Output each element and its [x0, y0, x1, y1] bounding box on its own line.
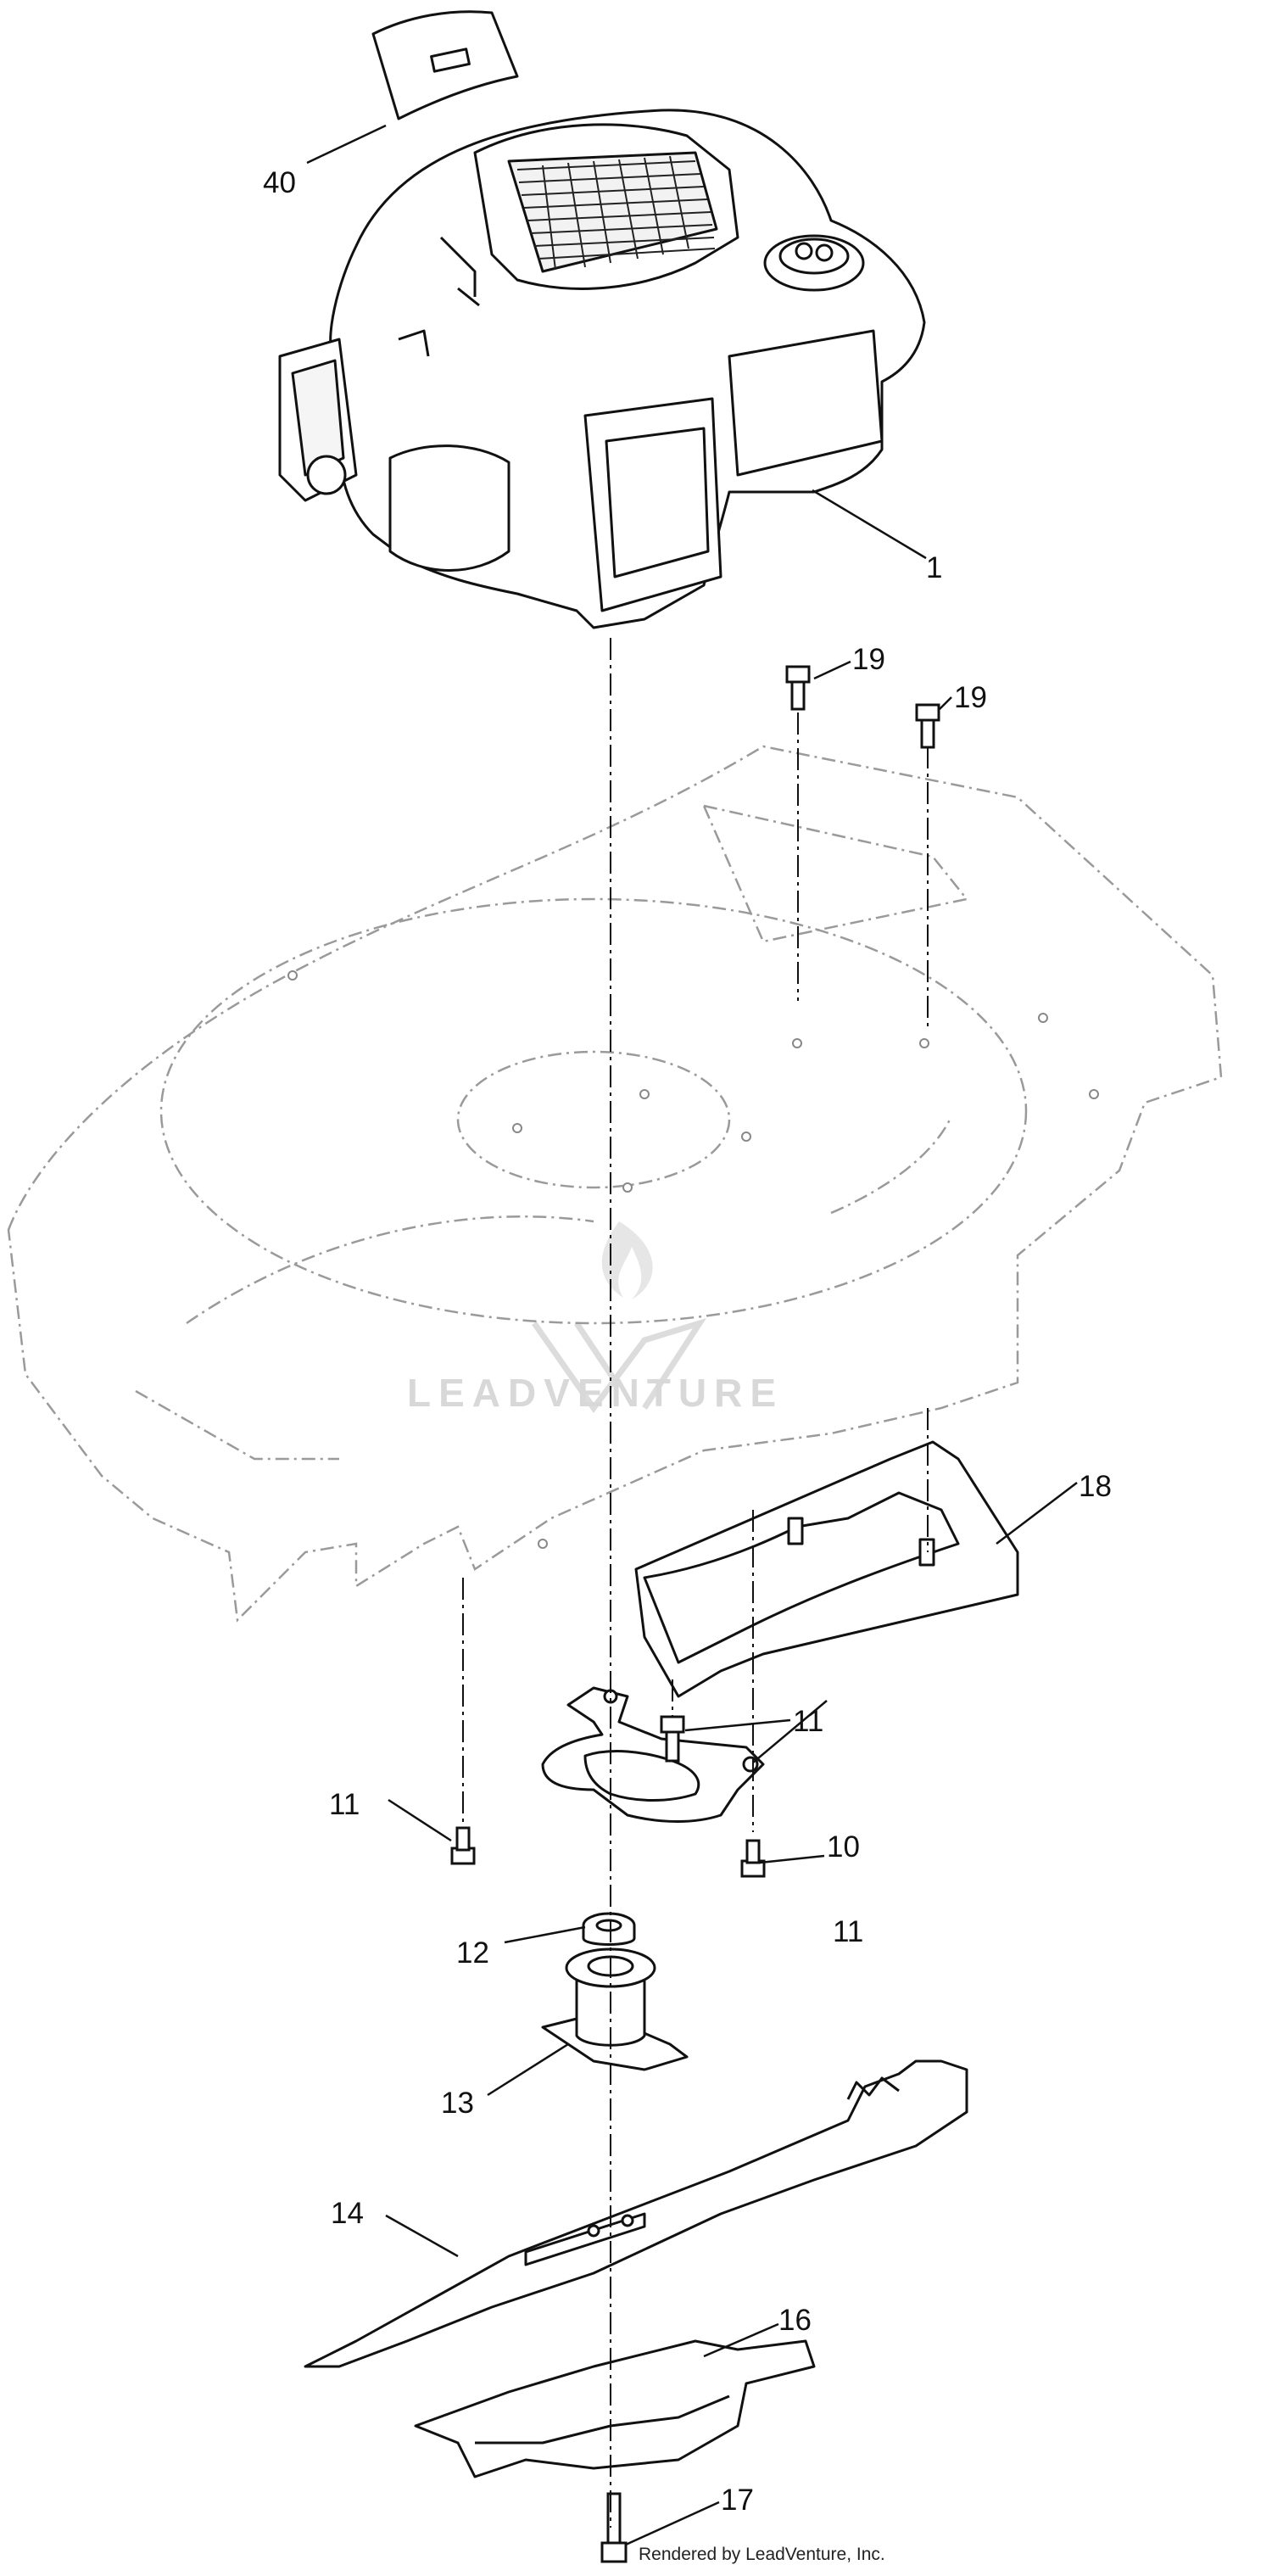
bolt-19a: [785, 665, 811, 711]
assembly-lines: [462, 638, 929, 2528]
watermark-text: LEADVENTURE: [407, 1371, 784, 1415]
bolt-11-left: [450, 1826, 476, 1865]
callout-11-upper: 11: [793, 1705, 824, 1738]
callout-40: 40: [263, 166, 296, 199]
callout-10: 10: [827, 1830, 860, 1864]
callout-14: 14: [331, 2197, 364, 2230]
deck-holes: [287, 970, 1099, 1549]
render-credit: Rendered by LeadVenture, Inc.: [639, 2545, 885, 2564]
callout-11-left: 11: [329, 1788, 360, 1821]
callout-12: 12: [456, 1936, 489, 1970]
callout-13: 13: [441, 2087, 474, 2120]
callout-11-right: 11: [833, 1915, 864, 1948]
bolt-11-upper: [660, 1715, 685, 1763]
blade-adapter: [541, 1947, 689, 2071]
watermark-logo: [532, 1221, 707, 1413]
callout-19-b: 19: [954, 681, 987, 714]
washer: [582, 1912, 636, 1946]
callout-17: 17: [721, 2484, 754, 2517]
callout-1: 1: [926, 551, 943, 584]
leader-lines: [306, 124, 1078, 2546]
bolt-19b: [915, 703, 940, 749]
callout-19-a: 19: [852, 643, 885, 676]
adapter-bracket: [541, 1686, 765, 1823]
engine-assembly: [278, 10, 926, 629]
cutting-blade: [304, 2059, 968, 2368]
bolt-17: [600, 2492, 628, 2563]
callout-16: 16: [778, 2304, 812, 2337]
callout-18: 18: [1079, 1470, 1112, 1503]
baffle: [634, 1440, 1019, 1698]
bolt-11-right: [740, 1839, 766, 1878]
bolts: [450, 665, 940, 2563]
lower-shield: [414, 2339, 816, 2478]
mower-deck-phantom: [7, 745, 1223, 1623]
